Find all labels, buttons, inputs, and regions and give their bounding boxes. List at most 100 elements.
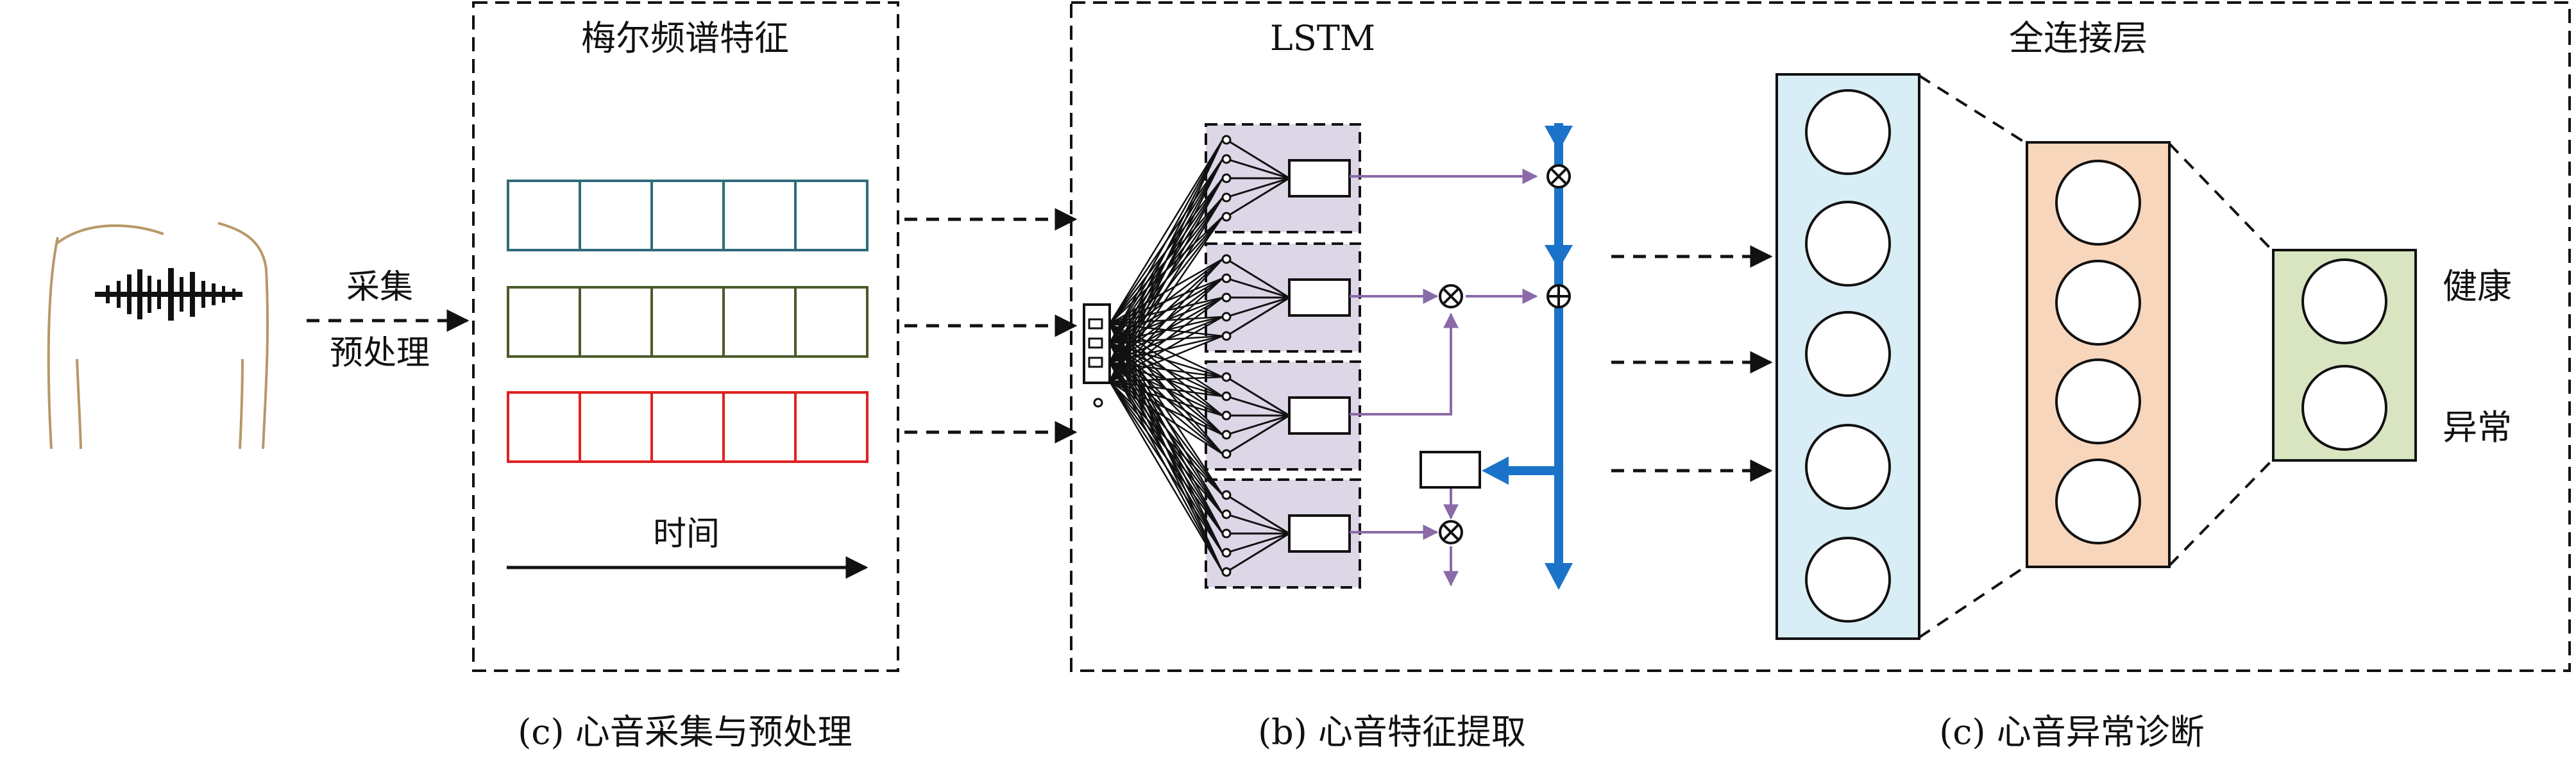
fanout-line	[1108, 158, 1224, 324]
lstm-gate-2	[1205, 242, 1361, 353]
gate-input-node	[1221, 548, 1232, 558]
fc2-neuron	[2055, 160, 2141, 246]
fanout-line	[1109, 178, 1223, 324]
fanout-line	[1109, 277, 1223, 325]
acquire-label-line1: 采集	[346, 268, 413, 307]
fanout-line	[1108, 323, 1224, 496]
gate-internal-line	[1226, 158, 1290, 180]
fc-layer-connectors	[1918, 74, 2275, 639]
lstm-gate-4	[1205, 478, 1361, 589]
input-fanout-lines	[1108, 139, 1224, 573]
gate-input-node	[1221, 331, 1232, 341]
gate-internal-line	[1226, 494, 1290, 535]
fc1-neuron	[1805, 201, 1891, 287]
gate-internal-line	[1226, 513, 1290, 535]
fanout-line	[1109, 296, 1223, 325]
caption-feature-extraction: (b) 心音特征提取	[1258, 712, 1526, 752]
gate-internal-line	[1226, 296, 1290, 337]
mel-cell	[722, 286, 797, 358]
fanout-line	[1109, 216, 1223, 324]
fanout-line	[1108, 323, 1224, 515]
mel-cell	[579, 391, 653, 463]
mel-cell	[650, 391, 725, 463]
mel-cell	[722, 180, 797, 251]
gate-internal-line	[1226, 376, 1290, 417]
fanout-line	[1109, 323, 1223, 416]
gate-internal-line	[1226, 532, 1290, 554]
output-activation-box	[1419, 451, 1481, 489]
gate-input-node	[1221, 410, 1232, 421]
fc-neurons	[1805, 89, 2387, 623]
fanout-line	[1108, 381, 1224, 573]
gate-internal-line	[1226, 177, 1290, 218]
model-panel	[1070, 1, 2571, 672]
mel-cell	[794, 286, 869, 358]
gate-activation-box	[1288, 396, 1351, 435]
mel-row-1	[507, 180, 869, 251]
fc1-neuron	[1805, 89, 1891, 175]
mel-cell	[722, 391, 797, 463]
gate-input-node	[1221, 430, 1232, 440]
output-neuron	[2301, 365, 2387, 451]
caption-acquisition: (c) 心音采集与预处理	[518, 712, 852, 752]
fc2-neuron	[2055, 458, 2141, 544]
fanout-line	[1109, 315, 1223, 325]
gate-input-node	[1221, 273, 1232, 283]
multiply-op-bottom	[1439, 520, 1463, 544]
gate-input-node	[1221, 173, 1232, 183]
lstm-gates	[1205, 123, 1361, 589]
mel-cell	[579, 180, 653, 251]
gate-input-node	[1221, 192, 1232, 203]
fanout-line	[1108, 323, 1224, 534]
fc1-neuron	[1805, 537, 1891, 623]
mel-cell	[507, 180, 581, 251]
fanout-line	[1108, 323, 1224, 573]
lstm-title: LSTM	[1270, 18, 1375, 58]
output-neuron	[2301, 258, 2387, 344]
gate-input-node	[1221, 490, 1232, 500]
fc1-neuron	[1805, 311, 1891, 397]
heart-sound-waveform	[95, 268, 242, 321]
mel-row-3	[507, 391, 869, 463]
multiply-op-mid	[1439, 284, 1463, 308]
gate-internal-line	[1226, 258, 1290, 299]
gate-internal-line	[1226, 139, 1290, 180]
mel-cell	[507, 391, 581, 463]
lstm-gate-1	[1205, 123, 1361, 233]
mel-cell	[794, 391, 869, 463]
mel-feature-rows	[507, 180, 869, 463]
gate-internal-line	[1226, 296, 1290, 318]
mel-spectrum-panel	[472, 1, 899, 672]
mel-cell	[794, 180, 869, 251]
gate-input-node	[1221, 312, 1232, 322]
fanout-line	[1108, 362, 1224, 573]
fc2-neuron	[2055, 358, 2141, 444]
fanout-line	[1108, 139, 1224, 324]
gate-activation-box	[1288, 159, 1351, 198]
gate-input-node	[1221, 509, 1232, 519]
fanout-line	[1109, 323, 1223, 398]
mel-cell	[579, 286, 653, 358]
gate-activation-box	[1288, 514, 1351, 553]
gate-input-node	[1221, 154, 1232, 164]
gate-input-node	[1221, 372, 1232, 382]
gate-activation-box	[1288, 278, 1351, 317]
cell-state-stream	[1482, 123, 1573, 590]
acquire-label-line2: 预处理	[330, 334, 430, 373]
mel-cell	[650, 286, 725, 358]
mel-row-2	[507, 286, 869, 358]
gate-internal-line	[1226, 532, 1290, 573]
gate-input-node	[1221, 391, 1232, 401]
gate-input-node	[1221, 567, 1232, 577]
gate-input-node	[1221, 212, 1232, 222]
output-label-abnormal: 异常	[2443, 407, 2512, 448]
gate-internal-line	[1226, 277, 1290, 299]
caption-diagnosis: (c) 心音异常诊断	[1939, 712, 2205, 752]
gate-internal-line	[1226, 414, 1290, 436]
add-op	[1546, 284, 1571, 308]
mel-spectrum-title: 梅尔频谱特征	[581, 18, 789, 58]
gate-input-node	[1221, 292, 1232, 303]
fanout-line	[1108, 323, 1224, 553]
gate-input-node	[1221, 135, 1232, 145]
